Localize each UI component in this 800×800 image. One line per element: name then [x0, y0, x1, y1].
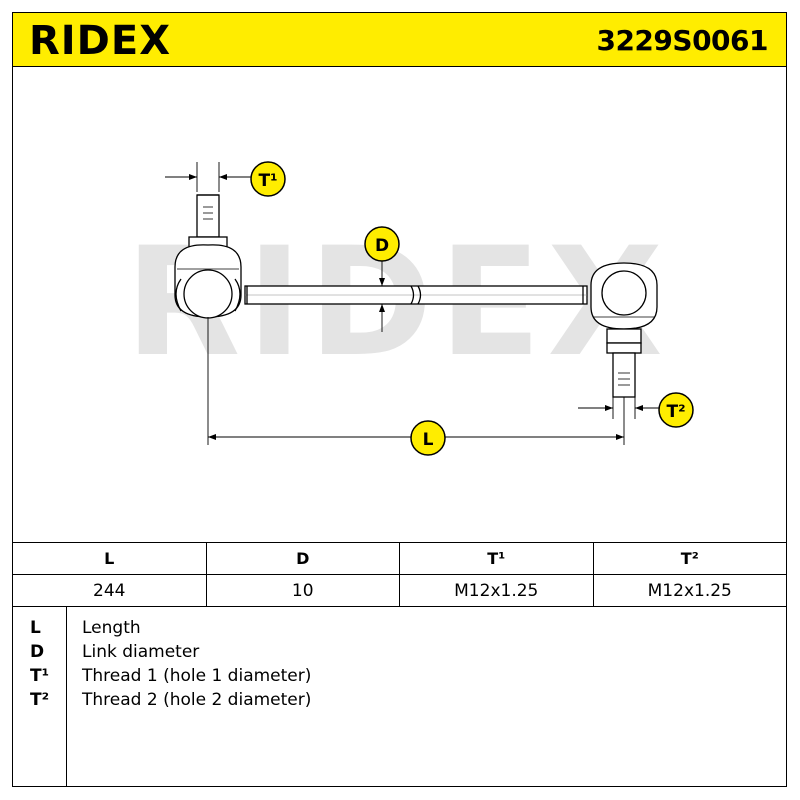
spec-header-row: L D T¹ T² — [12, 542, 787, 575]
legend-desc: Thread 2 (hole 2 diameter) — [82, 690, 312, 710]
spec-table: L D T¹ T² 244 10 M12x1.25 M12x1.25 — [12, 542, 787, 607]
legend-desc: Length — [82, 618, 141, 638]
spec-value-t1: M12x1.25 — [399, 574, 594, 607]
brand-logo-text: RIDEX — [29, 22, 171, 58]
left-ball-joint — [174, 194, 242, 319]
legend-key: T¹ — [30, 666, 50, 686]
spec-header-t1: T¹ — [399, 542, 594, 575]
spec-header-l: L — [12, 542, 207, 575]
svg-text:L: L — [423, 430, 434, 450]
legend-key: D — [30, 642, 45, 662]
legend-desc: Thread 1 (hole 1 diameter) — [82, 666, 312, 686]
spec-value-row: 244 10 M12x1.25 M12x1.25 — [12, 574, 787, 607]
header-bar: RIDEX 3229S0061 — [12, 12, 787, 67]
spec-value-l: 244 — [12, 574, 207, 607]
callout-t2: T² — [658, 392, 694, 428]
callout-d: D — [364, 226, 400, 262]
dimension-arrows — [189, 174, 643, 440]
spec-header-t2: T² — [592, 542, 787, 575]
legend-key: L — [30, 618, 41, 638]
brand-logo: RIDEX — [29, 22, 171, 58]
right-ball-joint — [590, 262, 658, 398]
legend-divider — [66, 606, 67, 787]
part-number: 3229S0061 — [596, 24, 768, 57]
callout-l: L — [410, 420, 446, 456]
svg-text:T²: T² — [666, 402, 685, 422]
technical-drawing: RIDEX — [125, 161, 694, 456]
svg-text:D: D — [375, 236, 389, 256]
legend-desc: Link diameter — [82, 642, 200, 662]
callout-t1: T¹ — [250, 161, 286, 197]
legend-key: T² — [30, 690, 50, 710]
spec-header-d: D — [205, 542, 400, 575]
link-rod — [244, 285, 588, 305]
spec-value-d: 10 — [205, 574, 400, 607]
spec-value-t2: M12x1.25 — [592, 574, 787, 607]
svg-text:T¹: T¹ — [258, 171, 277, 191]
